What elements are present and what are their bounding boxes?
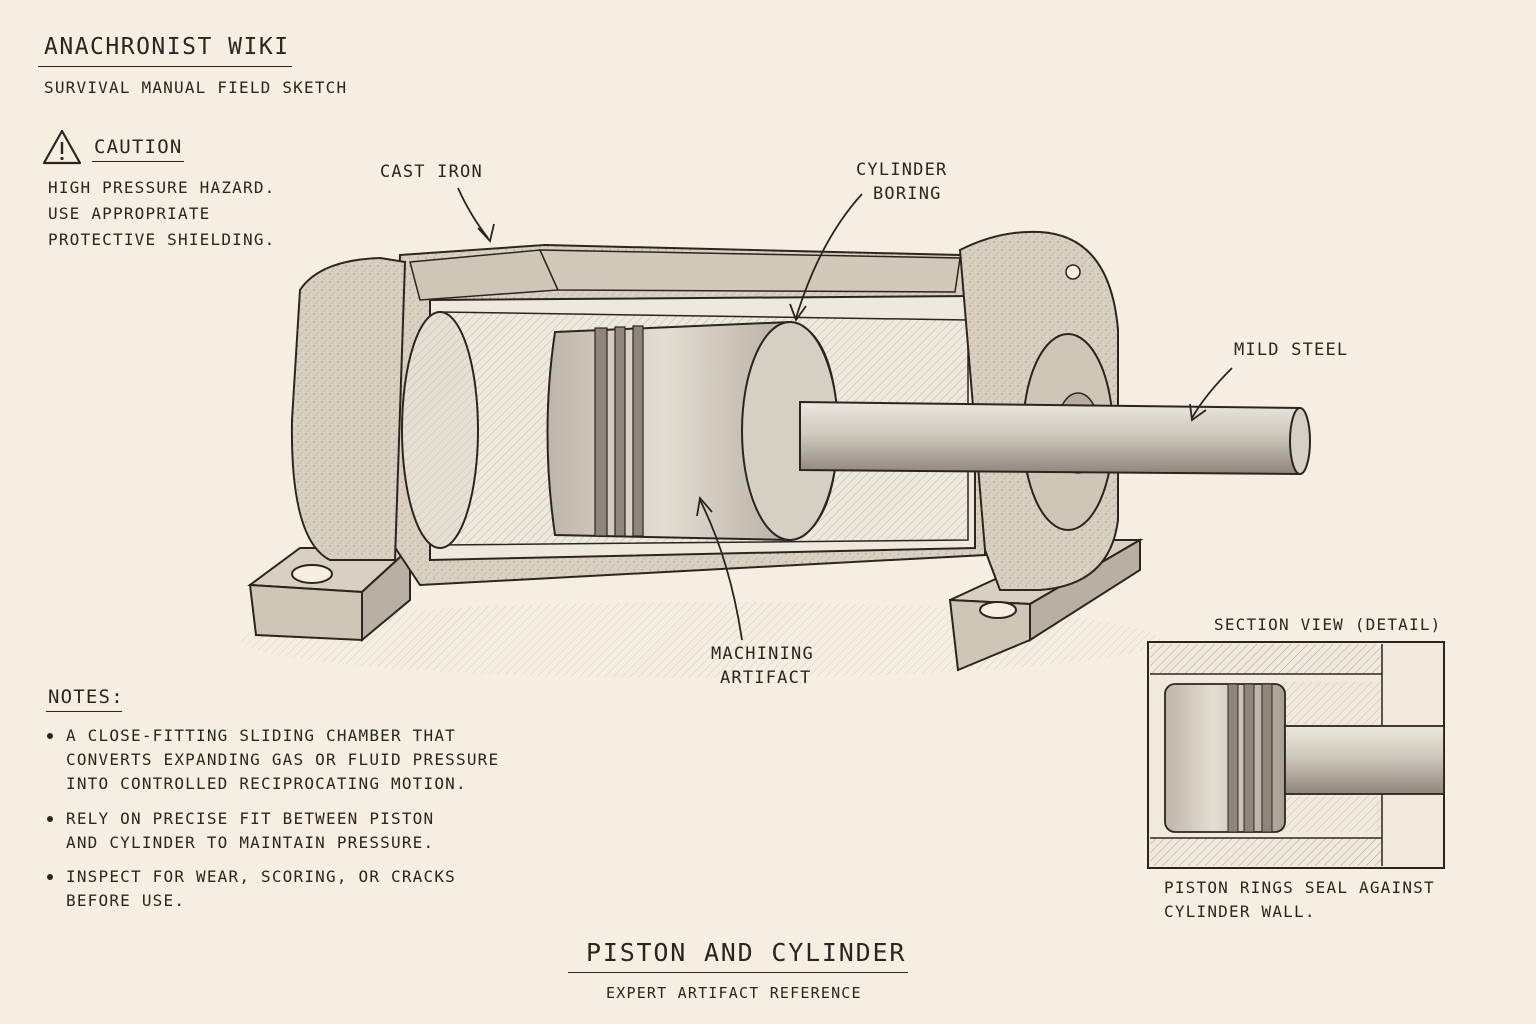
caution-underline [92,161,184,162]
callout-cast-iron: CAST IRON [380,162,483,182]
notes-underline [46,711,122,712]
machining-artifact-leader [699,499,743,641]
section-detail-caption: CYLINDER WALL. [1164,902,1316,921]
callout-cylinder-boring-line2: BORING [873,184,942,204]
note-line: INSPECT FOR WEAR, SCORING, OR CRACKS [66,867,456,886]
piston-ring [614,326,626,537]
piston-ring [632,325,644,537]
section-detail-caption: PISTON RINGS SEAL AGAINST [1164,878,1435,897]
callout-machining-artifact-line2: ARTIFACT [720,668,812,688]
ground-shadow [240,602,1160,678]
left-bolt-hole [291,564,333,584]
section-detail-view [1147,641,1445,869]
note-line: INTO CONTROLLED RECIPROCATING MOTION. [66,774,467,793]
bullet-icon [47,874,53,880]
artifact-title-underline [568,972,908,973]
callout-machining-artifact-line1: MACHINING [711,644,814,664]
note-line: BEFORE USE. [66,891,186,910]
mild-steel-leader [1191,367,1233,419]
caution-line: USE APPROPRIATE [48,204,211,223]
note-line: RELY ON PRECISE FIT BETWEEN PISTON [66,809,435,828]
title-underline [38,66,292,67]
artifact-subtitle: EXPERT ARTIFACT REFERENCE [606,984,862,1002]
bullet-icon [47,816,53,822]
note-line: CONVERTS EXPANDING GAS OR FLUID PRESSURE [66,750,500,769]
note-line: A CLOSE-FITTING SLIDING CHAMBER THAT [66,726,456,745]
callout-leaders [457,187,1233,641]
caution-line: PROTECTIVE SHIELDING. [48,230,276,249]
section-detail-title: SECTION VIEW (DETAIL) [1214,615,1442,634]
callout-cylinder-boring-line1: CYLINDER [856,160,948,180]
callout-mild-steel: MILD STEEL [1234,340,1349,360]
caution-label: CAUTION [94,136,183,158]
caution-line: HIGH PRESSURE HAZARD. [48,178,276,197]
flange-bolt-hole [1065,264,1081,280]
bullet-icon [47,733,53,739]
notes-heading: NOTES: [48,686,124,708]
artifact-title: PISTON AND CYLINDER [586,938,907,967]
piston [546,320,840,542]
left-end-flange [290,256,479,561]
cylinder-boring-leader [795,193,863,319]
right-bolt-hole [979,601,1017,619]
piston-ring [594,327,608,537]
cast-iron-leader [457,187,489,239]
warning-triangle-icon [42,129,82,165]
note-line: AND CYLINDER TO MAINTAIN PRESSURE. [66,833,435,852]
wiki-title: ANACHRONIST WIKI [44,34,290,60]
wiki-subtitle: SURVIVAL MANUAL FIELD SKETCH [44,78,348,97]
piston-rod [799,400,1311,476]
